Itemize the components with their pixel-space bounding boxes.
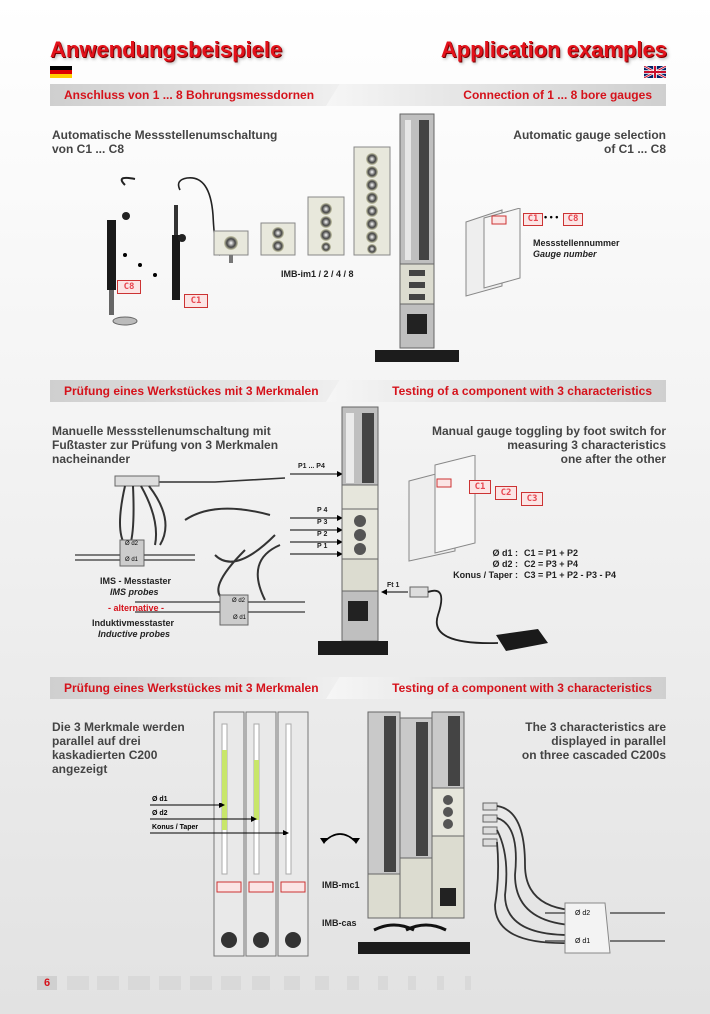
label-d1: Ø d1 — [152, 796, 168, 803]
section3-band: Prüfung eines Werkstückes mit 3 Merkmale… — [50, 677, 666, 699]
section2-band-en: Testing of a component with 3 characteri… — [392, 384, 652, 398]
display-c1: C1 — [184, 294, 208, 308]
label-konus: Konus / Taper — [152, 824, 199, 831]
label-p1-p4: P1 ... P4 — [298, 463, 325, 470]
label-p4: P 4 — [317, 507, 328, 514]
foot-switch-illustration — [381, 586, 548, 651]
formula-list: Ø d1 :C1 = P1 + P2 Ø d2 :C2 = P3 + P4 Ko… — [420, 548, 616, 581]
label-p3: P 3 — [317, 519, 328, 526]
uk-flag-icon — [644, 66, 666, 78]
screen-illustration-2 — [408, 455, 476, 562]
connection-arrows — [290, 471, 343, 557]
alternative-label: - alternative - — [108, 603, 165, 613]
box-d2-top: Ø d2 — [125, 541, 139, 547]
box-d1-bottom: Ø d1 — [233, 615, 247, 621]
probes-cables-illustration — [75, 475, 305, 626]
footer-square — [378, 976, 388, 990]
display-c8: C8 — [117, 280, 141, 294]
box-label-d1: Ø d1 — [575, 938, 591, 945]
footer-square — [437, 976, 444, 990]
section2-desc-en: Manual gauge toggling by foot switch for… — [432, 424, 666, 466]
section3-band-de: Prüfung eines Werkstückes mit 3 Merkmale… — [64, 681, 319, 695]
footer-square — [284, 976, 300, 990]
label-p1: P 1 — [317, 543, 328, 550]
screen-illustration-1 — [465, 208, 521, 297]
footer-square — [221, 976, 241, 990]
label-d2: Ø d2 — [152, 810, 168, 817]
small-display-c8: C8 — [563, 213, 583, 226]
imb-im-modules — [213, 146, 391, 263]
label-ft1: Ft 1 — [387, 582, 400, 589]
section1-band-en: Connection of 1 ... 8 bore gauges — [463, 88, 652, 102]
disp-c1: C1 — [469, 480, 491, 494]
imb-mc1-label: IMB-mc1 — [322, 880, 360, 890]
footer-square — [67, 976, 89, 990]
page-title-en: Application examples — [440, 37, 667, 62]
bore-gauges-illustration — [107, 176, 221, 326]
footer-square — [465, 976, 471, 990]
formula-row: Konus / Taper :C3 = P1 + P2 - P3 - P4 — [453, 570, 617, 580]
ims-de: IMS - Messtaster — [100, 576, 172, 586]
imb-im-label: IMB-im1 / 2 / 4 / 8 — [281, 269, 354, 279]
german-flag-icon — [50, 66, 72, 78]
formula-row: Ø d1 :C1 = P1 + P2 — [492, 548, 579, 558]
c200-column-1 — [375, 113, 459, 362]
section3-band-en: Testing of a component with 3 characteri… — [392, 681, 652, 695]
footer-square — [408, 976, 416, 990]
box-d2-bottom: Ø d2 — [232, 598, 246, 604]
cables-to-box — [482, 802, 665, 954]
dots: • • • — [544, 212, 559, 222]
footer-square — [159, 976, 181, 990]
c200-front-columns — [213, 711, 309, 957]
footer-square — [190, 976, 212, 990]
inductive-de: Induktivmesstaster — [92, 618, 175, 628]
gauge-number-de: Messstellennummer — [533, 238, 620, 248]
disp-c3: C3 — [521, 492, 543, 506]
section2-band: Prüfung eines Werkstückes mit 3 Merkmale… — [50, 380, 666, 402]
c200-column-2 — [318, 406, 388, 655]
footer-square — [128, 976, 150, 990]
box-label-d2: Ø d2 — [575, 910, 591, 917]
footer-square — [97, 976, 119, 990]
footer-square — [347, 976, 359, 990]
c200-cascaded-columns — [358, 711, 470, 954]
small-display-c1: C1 — [523, 213, 543, 226]
footer-square — [315, 976, 329, 990]
section1-band-de: Anschluss von 1 ... 8 Bohrungsmessdornen — [64, 88, 315, 102]
label-p2: P 2 — [317, 531, 328, 538]
formula-row: Ø d2 :C2 = P3 + P4 — [492, 559, 579, 569]
section2-band-de: Prüfung eines Werkstückes mit 3 Merkmale… — [64, 384, 319, 398]
footer-square — [252, 976, 270, 990]
inductive-en: Inductive probes — [98, 629, 171, 639]
box-d1-top: Ø d1 — [125, 557, 139, 563]
page-number: 6 — [37, 976, 57, 990]
page-title-de: Anwendungsbeispiele — [50, 37, 283, 62]
section1-band: Anschluss von 1 ... 8 Bohrungsmessdornen… — [50, 84, 666, 106]
disp-c2: C2 — [495, 486, 517, 500]
ims-en: IMS probes — [110, 587, 159, 597]
imb-cas-label: IMB-cas — [322, 918, 357, 928]
gauge-number-en: Gauge number — [533, 249, 597, 259]
double-arrow-icon — [320, 833, 360, 844]
pointer-lines — [150, 803, 289, 835]
